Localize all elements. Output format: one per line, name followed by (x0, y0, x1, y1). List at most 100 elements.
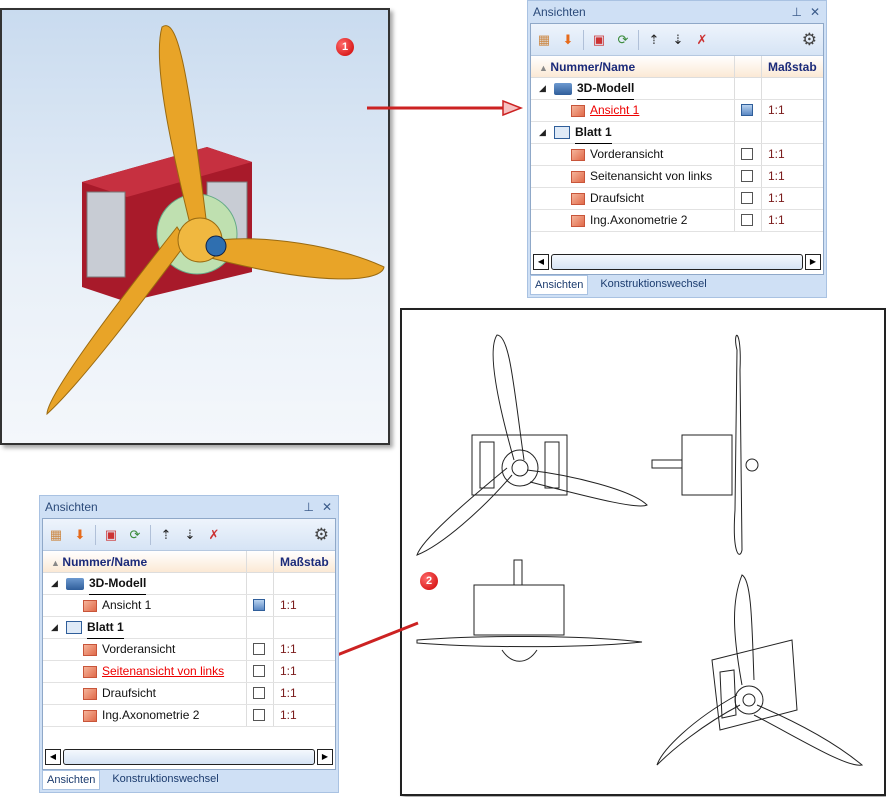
row-scale (761, 122, 823, 143)
row-view-cell (246, 683, 273, 704)
row-label: 3D-Modell (89, 573, 147, 595)
view-cube-icon (253, 665, 265, 677)
tab-konstruktionswechsel[interactable]: Konstruktionswechsel (600, 278, 707, 290)
tab-ansichten[interactable]: Ansichten (42, 770, 101, 790)
tree-row[interactable]: ◢ 3D-Modell (43, 573, 335, 595)
horizontal-scrollbar[interactable]: ◀▶ (533, 254, 821, 270)
expand-triangle-icon[interactable]: ◢ (539, 127, 546, 137)
row-name-cell: Ansicht 1 (43, 595, 246, 616)
row-label: Ansicht 1 (590, 103, 640, 117)
row-view-cell (734, 144, 761, 165)
row-label: 3D-Modell (577, 78, 635, 100)
tree-row[interactable]: ◢Blatt 1 (531, 122, 823, 144)
close-icon[interactable]: ✕ (321, 500, 332, 514)
drawing-sheet[interactable]: 2 (400, 308, 886, 796)
sheet-view-icon[interactable]: ▣ (592, 31, 606, 47)
expand-up-icon[interactable]: ⇡ (648, 31, 660, 47)
view-cube-icon (741, 214, 753, 226)
horizontal-scrollbar[interactable]: ◀▶ (45, 749, 333, 765)
view-icon (571, 170, 585, 183)
row-name-cell: Ansicht 1 (531, 100, 734, 121)
column-icon-header[interactable] (246, 551, 273, 572)
sheet-view-icon[interactable]: ▣ (104, 526, 118, 542)
model-icon (66, 577, 84, 590)
panel-tabs: Ansichten Konstruktionswechsel (530, 275, 711, 295)
new-view-icon[interactable]: ▦ (537, 31, 551, 47)
scroll-left-button[interactable]: ◀ (533, 254, 549, 270)
expand-triangle-icon[interactable]: ◢ (51, 622, 58, 632)
column-scale-header[interactable]: Maßstab (761, 56, 823, 77)
row-label: Draufsicht (590, 191, 645, 205)
refresh-icon[interactable]: ⟳ (129, 526, 141, 542)
row-scale: 1:1 (761, 210, 823, 231)
pin-icon[interactable]: ⊥ (303, 500, 314, 514)
row-scale (273, 617, 335, 638)
expand-down-icon[interactable]: ⇣ (672, 31, 684, 47)
row-name-cell: Seitenansicht von links (43, 661, 246, 682)
view-cube-icon (253, 709, 265, 721)
front-view (416, 334, 648, 556)
tree-row[interactable]: ◢ Blatt 1 (43, 617, 335, 639)
column-name-header[interactable]: ▲ Nummer/Name (43, 551, 246, 572)
row-view-cell (734, 166, 761, 187)
down-arrow-icon[interactable]: ⬇ (562, 31, 574, 47)
row-name-cell: ◢ Blatt 1 (43, 617, 246, 639)
panel-title-bar: Ansichten⊥✕ (40, 496, 338, 518)
expand-down-icon[interactable]: ⇣ (184, 526, 196, 542)
scroll-left-button[interactable]: ◀ (45, 749, 61, 765)
clear-sort-icon[interactable]: ✗ (696, 31, 708, 47)
row-view-cell (246, 595, 273, 616)
row-scale: 1:1 (273, 639, 335, 660)
row-view-cell (246, 705, 273, 726)
row-scale (761, 78, 823, 99)
expand-triangle-icon[interactable]: ◢ (539, 83, 546, 93)
3d-model-viewport[interactable]: 1 (0, 8, 390, 445)
down-arrow-icon[interactable]: ⬇ (74, 526, 86, 542)
expand-triangle-icon[interactable]: ◢ (51, 578, 58, 588)
scrollbar-thumb[interactable] (63, 749, 315, 765)
row-name-cell: ◢ 3D-Modell (531, 78, 734, 100)
row-scale: 1:1 (761, 166, 823, 187)
pin-icon[interactable]: ⊥ (791, 5, 802, 19)
tab-konstruktionswechsel[interactable]: Konstruktionswechsel (112, 773, 219, 785)
tree-row[interactable]: Ansicht 1 1:1 (43, 595, 335, 617)
close-icon[interactable]: ✕ (809, 5, 820, 19)
view-icon (571, 148, 585, 161)
row-label: Blatt 1 (87, 617, 124, 639)
new-view-icon[interactable]: ▦ (49, 526, 63, 542)
callout-badge-2: 2 (420, 572, 438, 590)
tab-ansichten[interactable]: Ansichten (530, 275, 589, 295)
gear-icon[interactable]: ⚙ (313, 525, 329, 544)
refresh-icon[interactable]: ⟳ (617, 31, 629, 47)
tree-row[interactable]: ◢ 3D-Modell (531, 78, 823, 100)
column-scale-header[interactable]: Maßstab (273, 551, 335, 572)
view-icon (83, 665, 97, 678)
row-scale: 1:1 (273, 595, 335, 616)
expand-up-icon[interactable]: ⇡ (160, 526, 172, 542)
scroll-right-button[interactable]: ▶ (317, 749, 333, 765)
scrollbar-thumb[interactable] (551, 254, 803, 270)
title-buttons: ⊥✕ (303, 496, 332, 518)
row-scale: 1:1 (273, 705, 335, 726)
clear-sort-icon[interactable]: ✗ (208, 526, 220, 542)
scroll-right-button[interactable]: ▶ (805, 254, 821, 270)
title-buttons: ⊥✕ (791, 1, 820, 23)
column-name-header[interactable]: ▲ Nummer/Name (531, 56, 734, 77)
row-view-cell (734, 100, 761, 121)
toolbar-separator (583, 29, 584, 50)
toolbar-separator (638, 29, 639, 50)
column-icon-header[interactable] (734, 56, 761, 77)
column-name-label: Nummer/Name (62, 555, 148, 569)
sheet-icon (554, 126, 570, 139)
gear-icon[interactable]: ⚙ (801, 30, 817, 49)
